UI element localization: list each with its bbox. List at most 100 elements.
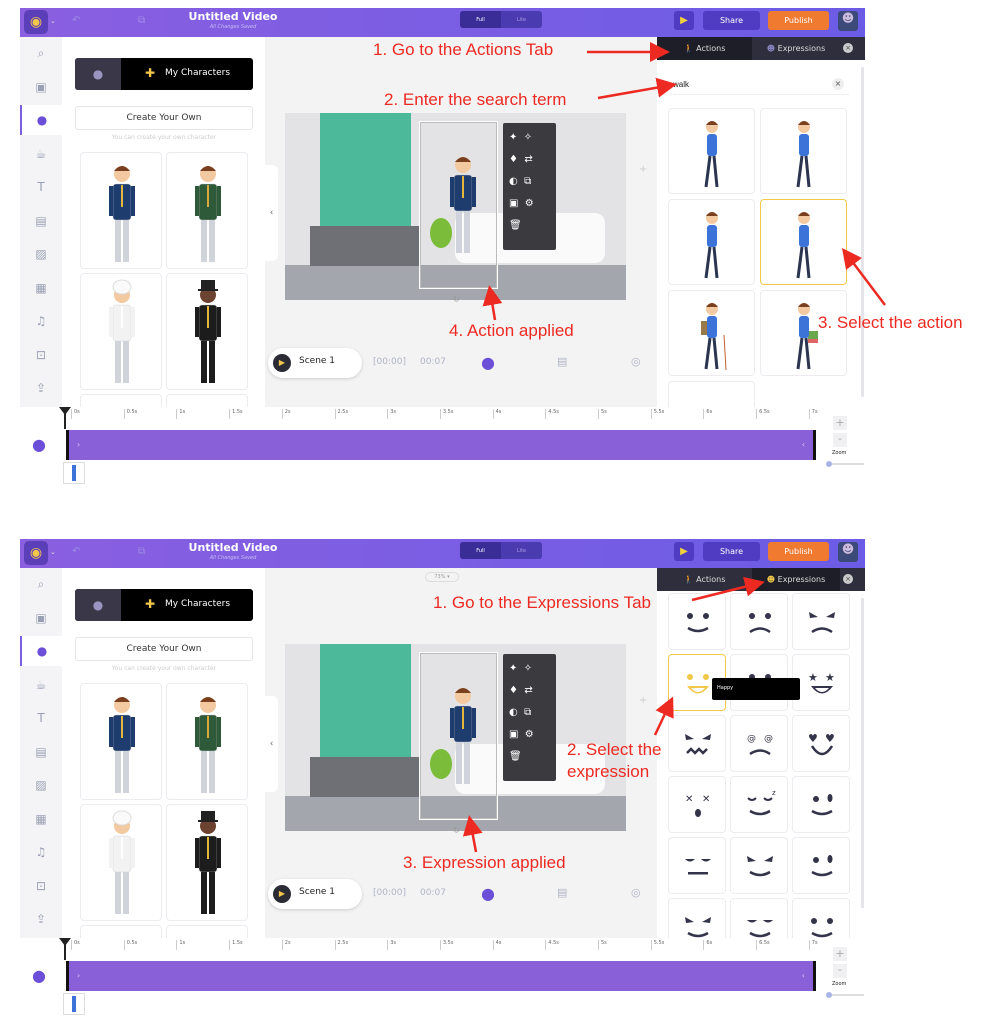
focus-icon[interactable]: ◎ [631, 886, 641, 899]
app-logo[interactable]: ◉ [24, 10, 48, 34]
playhead[interactable] [59, 938, 71, 960]
expression-card[interactable] [730, 837, 788, 894]
character-type-toggle[interactable]: ●✚My Characters [75, 589, 253, 621]
share-button[interactable]: Share [703, 542, 760, 561]
zoom-in-button[interactable]: + [833, 416, 847, 430]
rail-item-props[interactable]: ☕ [20, 139, 62, 169]
video-title[interactable]: Untitled Video [188, 10, 278, 23]
my-characters-tab[interactable]: My Characters [165, 68, 231, 78]
view-mode-full[interactable]: Full [460, 11, 501, 28]
character-card[interactable] [80, 683, 162, 800]
zoom-out-button[interactable]: - [833, 433, 847, 447]
expression-card[interactable]: @@ [730, 715, 788, 772]
tab-actions[interactable]: 🚶 Actions [657, 37, 752, 60]
character-card[interactable] [80, 804, 162, 921]
rail-item-search[interactable]: ⌕ [20, 38, 62, 68]
app-logo[interactable]: ◉ [24, 541, 48, 565]
character-track-bar[interactable]: ›‹ [66, 430, 816, 460]
character-avatar-icon[interactable]: ● [481, 353, 495, 372]
action-search-input[interactable] [673, 75, 849, 95]
action-card[interactable] [668, 199, 755, 285]
collapse-panel-handle[interactable]: ‹ [265, 696, 278, 792]
rail-item-effects[interactable]: ⊡ [20, 340, 62, 370]
character-card[interactable] [166, 683, 248, 800]
rail-item-image[interactable]: ▨ [20, 770, 62, 800]
action-card[interactable] [760, 108, 847, 194]
expression-card[interactable] [792, 837, 850, 894]
expression-card[interactable] [668, 593, 726, 650]
create-your-own-button[interactable]: Create Your Own [75, 637, 253, 661]
create-your-own-button[interactable]: Create Your Own [75, 106, 253, 130]
focus-icon[interactable]: ◎ [631, 355, 641, 368]
character-track-bar[interactable]: ›‹ [66, 961, 816, 991]
expression-card[interactable] [792, 776, 850, 833]
expression-card[interactable] [668, 715, 726, 772]
track-end-handle[interactable]: ‹ [801, 440, 805, 449]
rail-item-character[interactable]: ● [20, 105, 62, 135]
rail-item-media[interactable]: ▣ [20, 603, 62, 633]
character-card[interactable] [80, 152, 162, 269]
duplicate-icon[interactable]: ⧉ [138, 546, 146, 557]
rail-item-video[interactable]: ▦ [20, 804, 62, 834]
action-card[interactable] [668, 381, 755, 411]
rail-item-music[interactable]: ♫ [20, 306, 62, 336]
rail-item-text[interactable]: T [20, 703, 62, 733]
selection-box[interactable] [420, 122, 497, 288]
track-end-handle[interactable]: ‹ [801, 971, 805, 980]
character-card[interactable] [166, 804, 248, 921]
rail-item-image[interactable]: ▨ [20, 239, 62, 269]
canvas-zoom-dropdown[interactable]: 73% ▾ [425, 572, 459, 582]
character-toolbar[interactable]: ✦ ✧ ♦ ⇄ ◐ ⧉ ▣ ⚙ 🗑 [503, 123, 556, 250]
stock-characters-tab[interactable]: ● [75, 589, 121, 621]
view-mode-lite[interactable]: Lite [516, 16, 527, 23]
film-icon[interactable]: ▤ [557, 355, 568, 368]
action-card[interactable] [760, 290, 847, 376]
selected-character[interactable] [443, 679, 483, 793]
zoom-slider-thumb[interactable] [826, 461, 832, 467]
zoom-in-button[interactable]: + [833, 947, 847, 961]
duplicate-icon[interactable]: ⧉ [138, 15, 146, 26]
playhead[interactable] [59, 407, 71, 429]
user-avatar[interactable]: ☻ [838, 11, 858, 31]
rail-item-props[interactable]: ☕ [20, 670, 62, 700]
scene-play-button[interactable]: ▶ [273, 885, 291, 903]
view-mode-toggle[interactable]: Full Lite [460, 11, 542, 28]
rotate-handle-icon[interactable]: ↻ [453, 295, 460, 304]
add-scene-icon[interactable]: + [639, 695, 648, 706]
character-card[interactable] [80, 273, 162, 390]
preview-play-button[interactable]: ▶ [674, 542, 694, 561]
preview-play-button[interactable]: ▶ [674, 11, 694, 30]
stock-characters-tab[interactable]: ● [75, 58, 121, 90]
rail-item-upload[interactable]: ⇪ [20, 904, 62, 934]
rail-item-music[interactable]: ♫ [20, 837, 62, 867]
selected-character[interactable] [443, 148, 483, 262]
user-avatar[interactable]: ☻ [838, 542, 858, 562]
undo-icon[interactable]: ↶ [72, 15, 81, 26]
view-mode-lite[interactable]: Lite [516, 547, 527, 554]
clear-search-icon[interactable]: × [832, 78, 844, 90]
track-start-handle[interactable]: › [77, 971, 81, 980]
share-button[interactable]: Share [703, 11, 760, 30]
view-mode-full[interactable]: Full [460, 542, 501, 559]
zoom-slider[interactable] [826, 461, 864, 467]
rail-item-search[interactable]: ⌕ [20, 569, 62, 599]
film-icon[interactable]: ▤ [557, 886, 568, 899]
view-mode-toggle[interactable]: Full Lite [460, 542, 542, 559]
scene-pill[interactable]: ▶Scene 1 [268, 348, 362, 378]
character-card[interactable] [166, 152, 248, 269]
rail-item-video[interactable]: ▦ [20, 273, 62, 303]
character-card[interactable] [166, 273, 248, 390]
close-panel-icon[interactable]: × [843, 574, 853, 584]
rail-item-upload[interactable]: ⇪ [20, 373, 62, 403]
expression-card[interactable] [730, 593, 788, 650]
undo-icon[interactable]: ↶ [72, 546, 81, 557]
action-card[interactable] [668, 290, 755, 376]
logo-chevron-icon[interactable]: ⌄ [50, 548, 56, 556]
logo-chevron-icon[interactable]: ⌄ [50, 17, 56, 25]
expression-card[interactable]: ♥♥ [792, 715, 850, 772]
tab-expressions[interactable]: ☻ Expressions [752, 37, 840, 60]
expression-card[interactable] [792, 593, 850, 650]
character-toolbar[interactable]: ✦ ✧ ♦ ⇄ ◐ ⧉ ▣ ⚙ 🗑 [503, 654, 556, 781]
track-start-handle[interactable]: › [77, 440, 81, 449]
action-card[interactable] [668, 108, 755, 194]
